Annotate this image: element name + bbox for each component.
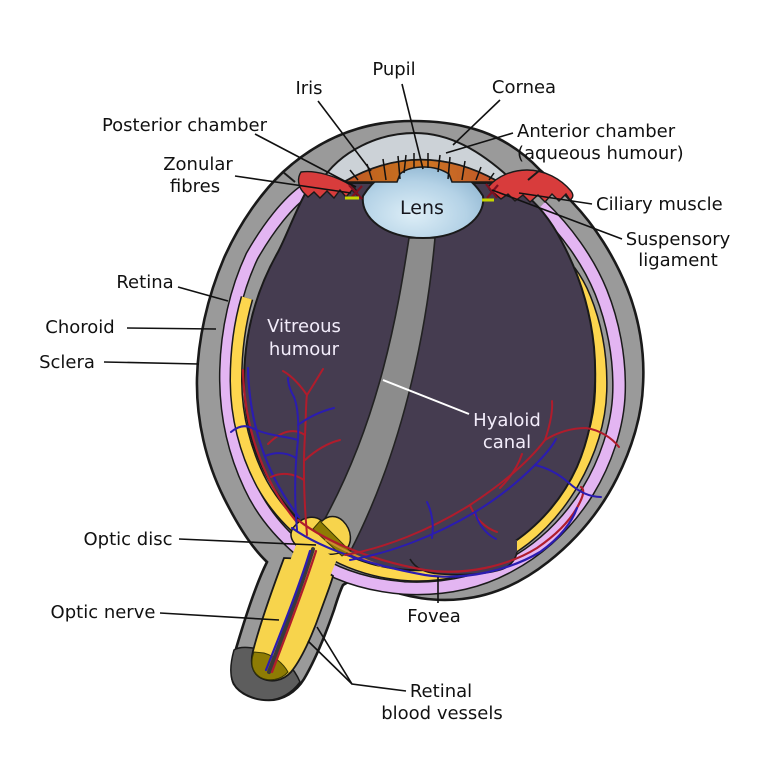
label-hyaloid-1: Hyaloid bbox=[473, 410, 541, 431]
anterior-segment bbox=[282, 131, 574, 240]
retinal-blood-vessels-shape bbox=[230, 366, 620, 674]
vessel-tree-left-red bbox=[267, 368, 341, 536]
pupil-leader bbox=[401, 83, 424, 170]
nerve-vessel-red bbox=[270, 549, 318, 674]
anterior-chamber-leader bbox=[445, 132, 514, 154]
labels: Pupil Iris Cornea Posterior chamber Zonu… bbox=[39, 59, 731, 724]
vitreous-body bbox=[243, 182, 597, 572]
label-vitreous-1: Vitreous bbox=[267, 316, 341, 337]
vessel-tree-left-blue bbox=[230, 377, 335, 531]
label-lens: Lens bbox=[400, 197, 444, 219]
posterior-chamber-leader bbox=[254, 133, 357, 188]
hyaloid-leader bbox=[382, 379, 470, 415]
label-anterior-1: Anterior chamber bbox=[517, 121, 676, 142]
vessel-tree-right-blue bbox=[349, 438, 602, 561]
iris-shape bbox=[341, 159, 498, 183]
label-posterior-chamber: Posterior chamber bbox=[102, 115, 268, 136]
eye-coats bbox=[218, 182, 627, 596]
zonular-fibre-marks bbox=[348, 183, 499, 200]
vessel-tree-right-red bbox=[344, 400, 620, 556]
optic-disc-leader bbox=[178, 538, 317, 546]
label-anterior-2: (aqueous humour) bbox=[517, 143, 684, 164]
label-vitreous-2: humour bbox=[269, 339, 340, 360]
label-fovea: Fovea bbox=[407, 606, 460, 627]
label-zonular-2: fibres bbox=[170, 176, 220, 197]
nerve-vessel-blue bbox=[264, 549, 312, 672]
cornea-leader bbox=[452, 99, 501, 146]
label-sclera: Sclera bbox=[39, 352, 95, 373]
label-hyaloid-2: canal bbox=[483, 432, 531, 453]
leader-lines bbox=[103, 83, 623, 692]
label-cornea: Cornea bbox=[492, 77, 556, 98]
iris-hatch-lines bbox=[349, 153, 495, 181]
label-ciliary: Ciliary muscle bbox=[596, 194, 723, 215]
label-iris: Iris bbox=[295, 78, 322, 99]
label-optic-disc: Optic disc bbox=[84, 529, 173, 550]
label-pupil: Pupil bbox=[372, 59, 415, 80]
limbus-notches bbox=[282, 169, 541, 183]
choroid-leader bbox=[126, 327, 217, 330]
choroid-band bbox=[220, 185, 625, 594]
optic-nerve-leader bbox=[159, 612, 280, 621]
label-choroid: Choroid bbox=[45, 317, 114, 338]
label-optic-nerve: Optic nerve bbox=[51, 602, 156, 623]
label-suspensory-2: ligament bbox=[638, 250, 718, 271]
retinal-vessels-leader-1 bbox=[316, 626, 407, 692]
zonular-leader bbox=[234, 175, 352, 194]
sclera-leader bbox=[103, 361, 200, 365]
retinal-vessels-leader-2 bbox=[307, 640, 353, 685]
retina-leader bbox=[177, 286, 229, 302]
label-retina: Retina bbox=[116, 272, 173, 293]
label-zonular-1: Zonular bbox=[163, 154, 233, 175]
suspensory-leader bbox=[491, 189, 623, 240]
label-retinal-1: Retinal bbox=[410, 681, 472, 702]
label-retinal-2: blood vessels bbox=[381, 703, 503, 724]
label-suspensory-1: Suspensory bbox=[626, 229, 731, 250]
ciliary-leader bbox=[518, 192, 593, 205]
nerve-central-channel bbox=[267, 547, 315, 674]
zonule-green-dashes bbox=[345, 196, 494, 202]
iris-leader bbox=[317, 100, 372, 172]
